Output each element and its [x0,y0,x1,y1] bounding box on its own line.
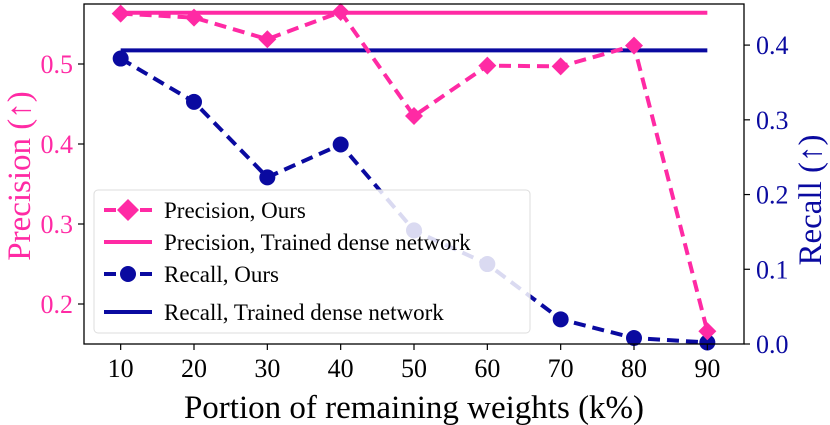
left-y-tick-label: 0.4 [41,130,74,159]
right-y-tick-label: 0.3 [756,106,789,135]
left-y-tick-label: 0.2 [41,290,74,319]
diamond-marker-icon [117,199,139,221]
legend-entry-recall-ours: Recall, Ours [104,262,279,287]
x-tick-label: 90 [694,354,720,383]
tick-layer: 10 20 30 40 50 60 70 80 90 0.2 0.3 0.4 0.5 0.0 0.1 0.2 0… [41,31,789,383]
right-y-tick-label: 0.1 [756,255,789,284]
legend: Precision, Ours Precision, Trained dense… [93,189,531,334]
data-point-recall-ours [332,136,349,153]
right-y-tick-label: 0.0 [756,330,789,359]
x-tick-label: 80 [621,354,647,383]
data-point-recall-ours [186,93,202,110]
x-tick-label: 40 [328,354,354,383]
x-tick-label: 30 [254,354,280,383]
data-point-recall-ours [112,50,129,67]
right-y-tick-label: 0.2 [756,181,789,210]
legend-entry-precision-ours: Precision, Ours [104,198,306,223]
data-point-precision-ours [478,56,497,75]
x-axis-label: Portion of remaining weights (k%) [184,390,644,425]
data-point-precision-ours [405,107,423,125]
data-point-recall-ours [626,330,642,347]
left-y-tick-label: 0.5 [41,50,74,79]
data-point-recall-ours [699,334,716,351]
right-y-tick-label: 0.4 [756,31,789,60]
x-tick-label: 20 [181,354,207,383]
legend-label-recall-dense: Recall, Trained dense network [164,300,444,325]
legend-frame [93,189,531,334]
x-tick-label: 10 [108,354,134,383]
x-tick-label: 50 [401,354,427,383]
data-point-recall-ours [552,311,569,328]
x-tick-label: 60 [474,354,500,383]
x-tick-label: 70 [548,354,574,383]
data-point-recall-ours [259,169,276,186]
legend-label-precision-dense: Precision, Trained dense network [164,230,471,255]
right-y-axis-label: Recall (↑) [793,134,829,265]
data-point-precision-ours [258,30,277,49]
legend-entry-precision-dense: Precision, Trained dense network [104,230,471,255]
legend-entry-recall-dense: Recall, Trained dense network [104,300,444,325]
data-point-precision-ours [111,4,130,23]
series-line-precision-ours [120,10,710,332]
legend-label-recall-ours: Recall, Ours [164,262,279,287]
data-point-precision-ours [331,3,350,21]
data-point-precision-ours [698,322,717,341]
left-y-axis-label: Precision (↑) [2,91,38,261]
data-point-precision-ours [625,36,643,55]
data-point-precision-ours [551,57,570,76]
legend-label-precision-ours: Precision, Ours [164,198,306,223]
left-y-tick-label: 0.3 [41,210,74,239]
data-point-precision-ours [185,8,203,27]
circle-marker-icon [120,266,136,282]
